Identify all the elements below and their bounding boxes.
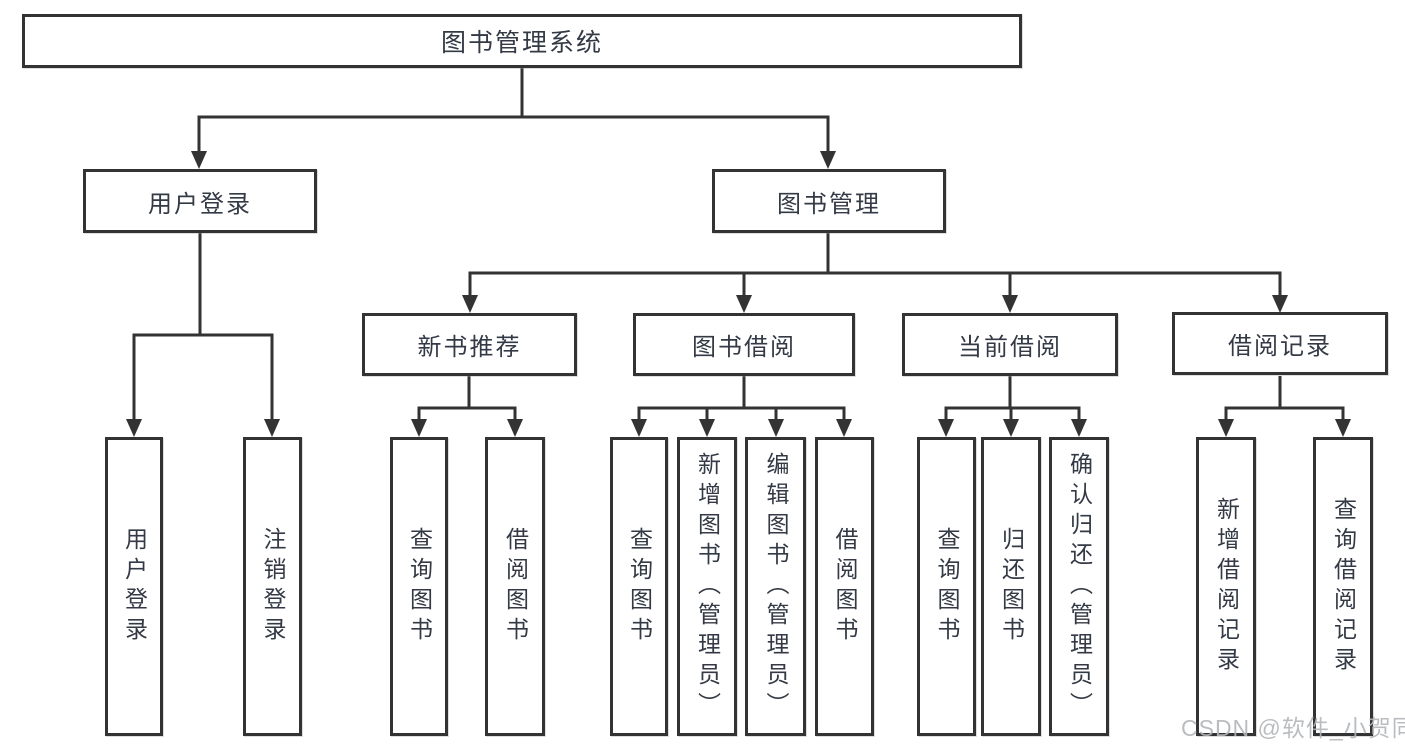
node-label: 借阅记录 [1228,333,1332,360]
node-book-borrow: 图书借阅 [633,313,855,376]
leaf-label: 查询图书 [934,526,960,647]
leaf-confirm-return-admin: 确认归还（管理员） [1049,437,1109,736]
connector-book-borrow-to-leaves [631,376,852,437]
node-label: 用户登录 [148,190,252,218]
leaf-label: 借阅图书 [502,526,529,647]
leaf-label: 新增借阅记录 [1213,496,1240,677]
leaf-label: 查询图书 [626,526,653,647]
node-label: 当前借阅 [958,334,1062,361]
leaf-borrow-books: 借阅图书 [815,437,874,736]
node-label: 图书管理 [777,190,881,218]
node-borrow-records: 借阅记录 [1172,312,1388,375]
leaf-query-books-current: 查询图书 [917,437,976,736]
leaf-label: 新增图书（管理员） [694,451,721,722]
leaf-add-borrow-record: 新增借阅记录 [1196,437,1256,736]
connector-borrow-records-to-leaves [1218,376,1351,437]
node-current-borrow: 当前借阅 [902,313,1118,376]
leaf-label: 用户登录 [121,526,148,647]
leaf-label: 查询图书 [406,526,433,647]
leaf-return-books: 归还图书 [981,437,1041,736]
csdn-watermark: CSDN @软件_小贺同学 [1181,715,1405,741]
connector-user-login-to-leaves [126,233,280,437]
leaf-query-books-borrow: 查询图书 [610,437,668,736]
leaf-label: 借阅图书 [832,526,858,647]
connector-new-book-recommend-to-leaves [411,376,523,437]
leaf-label: 注销登录 [260,526,286,647]
leaf-edit-books-admin: 编辑图书（管理员） [745,437,806,736]
node-label: 新书推荐 [417,334,522,361]
leaf-user-login: 用户登录 [105,437,163,736]
leaf-query-books-recommend: 查询图书 [390,437,448,736]
node-book-management: 图书管理 [712,169,946,233]
leaf-label: 查询借阅记录 [1330,496,1357,677]
leaf-label: 归还图书 [998,526,1025,647]
leaf-label: 确认归还（管理员） [1066,451,1093,722]
leaf-label: 编辑图书（管理员） [763,451,789,722]
node-label: 图书管理系统 [440,29,603,57]
node-root: 图书管理系统 [22,14,1022,68]
node-label: 图书借阅 [692,334,796,361]
leaf-logout: 注销登录 [243,437,302,736]
node-user-login: 用户登录 [83,169,317,233]
leaf-query-borrow-record: 查询借阅记录 [1313,437,1373,736]
connector-current-borrow-to-leaves [938,376,1087,437]
connector-root-to-level2 [191,68,836,169]
connector-book-management-to-level3 [462,233,1288,313]
leaf-borrow-books-recommend: 借阅图书 [485,437,545,736]
leaf-add-books-admin: 新增图书（管理员） [677,437,737,736]
node-new-book-recommend: 新书推荐 [362,313,577,376]
